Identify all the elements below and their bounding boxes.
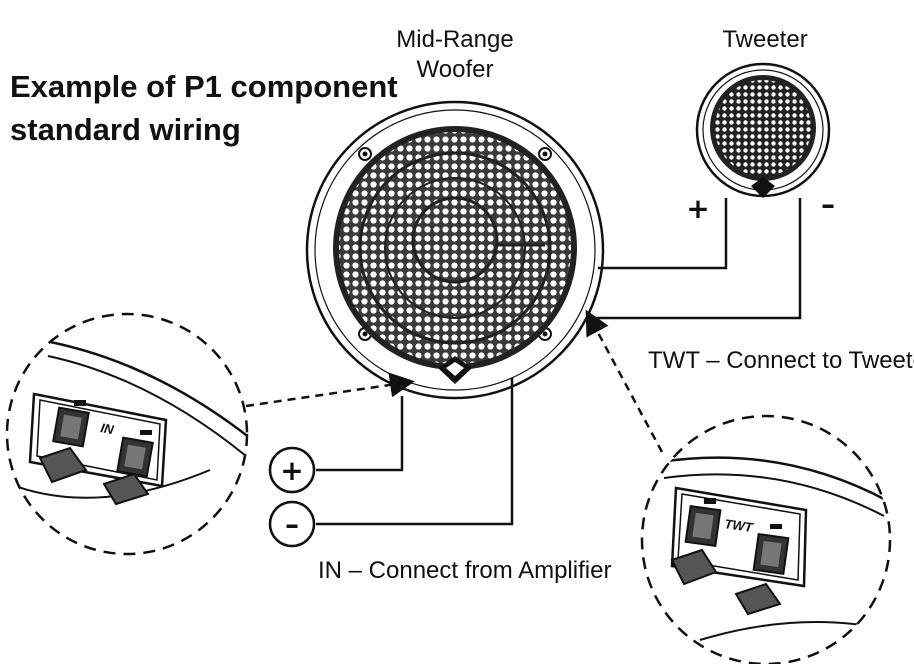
in-terminal-label: IN [99,420,115,437]
tweeter-dome-icon [715,80,811,176]
amp-positive-wire [316,396,404,472]
tweeter-logo-icon [751,177,775,198]
tweeter-label: Tweeter [722,26,807,53]
in-inset-pointer [245,372,415,408]
tweeter-speaker [695,62,831,198]
in-caption: IN – Connect from Amplifier [318,557,611,584]
amp-positive-sign: + [280,454,303,487]
title-line-2: standard wiring [10,112,241,147]
amp-negative-wire [316,378,514,526]
woofer-label-line-1: Mid-Range [396,26,513,53]
terminal-block-icon: TWT [670,486,808,616]
tweeter-negative-sign: – [821,188,835,221]
amp-negative-sign: – [285,508,299,541]
plus-circle-icon: + [268,446,316,494]
terminal-block-icon: IN [28,392,168,506]
tweeter-positive-wire [598,198,728,270]
tweeter-positive-sign: + [686,192,709,225]
in-terminal-inset: IN [5,312,249,556]
twt-terminal-inset: TWT [640,414,892,664]
twt-terminal-label: TWT [724,516,755,535]
twt-caption: TWT – Connect to Tweeter [648,347,914,374]
minus-circle-icon: – [268,500,316,548]
tweeter-negative-wire [594,198,802,320]
woofer-label-line-2: Woofer [417,56,494,83]
twt-inset-pointer [585,309,664,453]
title-line-1: Example of P1 component [10,69,398,104]
woofer-speaker [305,100,605,400]
